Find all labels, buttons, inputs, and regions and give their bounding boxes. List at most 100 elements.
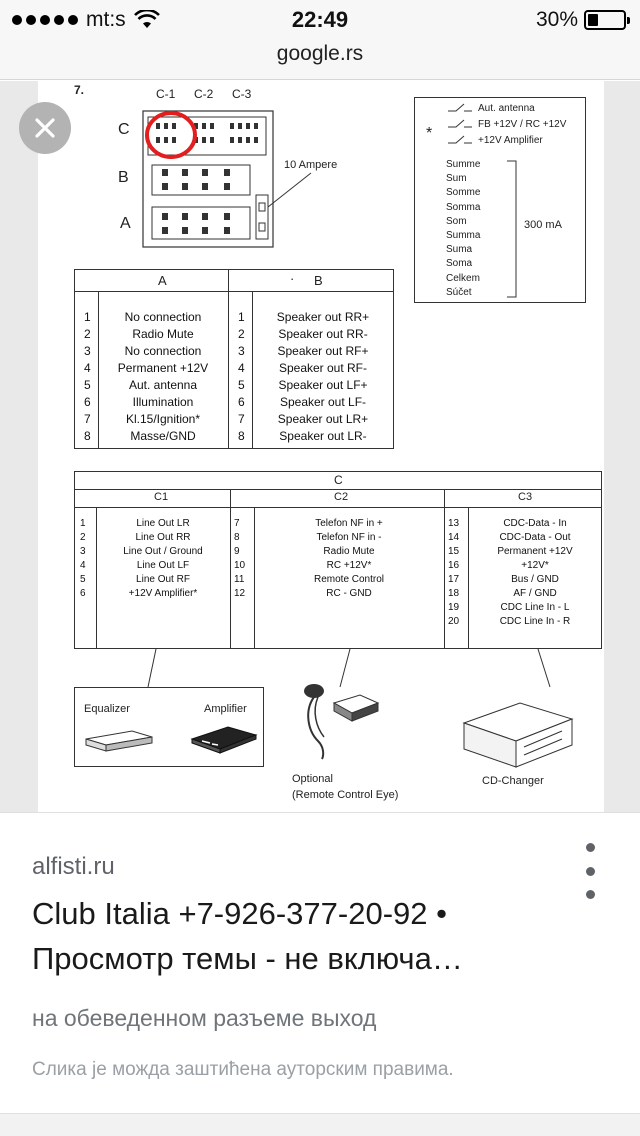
- table-c-row-value: CDC Line In - L: [500, 602, 570, 613]
- table-c-row-value: CDC-Data - In: [503, 518, 567, 529]
- legend-language-item: Sum: [446, 173, 467, 185]
- legend-box: [414, 97, 586, 303]
- battery-percent: 30%: [535, 8, 578, 31]
- table-c-row-number: 8: [234, 532, 240, 543]
- table-c-row-value: Line Out LF: [136, 560, 190, 571]
- table-c-row-value: CDC-Data - Out: [499, 532, 571, 543]
- switch-symbols: [448, 103, 472, 144]
- clock: 22:49: [291, 7, 349, 32]
- close-icon[interactable]: [34, 117, 56, 139]
- table-c-row-number: 15: [448, 546, 460, 557]
- label-row-c: C: [118, 121, 130, 138]
- label-c1: C-1: [156, 87, 176, 101]
- row-value-b: Speaker out RF+: [277, 344, 369, 358]
- table-c-row: 6+12V Amplifier*: [38, 587, 604, 601]
- table-c-row-value: +12V*: [521, 560, 549, 571]
- row-number-a: 8: [84, 429, 91, 443]
- table-c: [74, 471, 602, 649]
- figure-number: 7.: [74, 83, 85, 97]
- row-value-b: Speaker out LF-: [279, 395, 367, 409]
- row-value-a: Radio Mute: [132, 327, 194, 341]
- table-c-divider-1: [230, 489, 231, 649]
- url-host[interactable]: google.rs: [276, 42, 364, 65]
- table-ab-divider: [228, 269, 229, 449]
- legend-bracket: [507, 160, 517, 298]
- row-number-a: 5: [84, 378, 91, 392]
- table-c-row-number: 19: [448, 602, 460, 613]
- row-value-a: Permanent +12V: [117, 361, 209, 375]
- table-c-row: 19 CDC Line In - L: [38, 601, 604, 615]
- legend-language-item: Soma: [446, 258, 473, 270]
- optional-label: Optional: [292, 773, 333, 785]
- result-card[interactable]: alfisti.ru Club Italia +7-926-377-20-92 …: [0, 812, 640, 1136]
- table-c-row-value: Line Out RR: [135, 532, 191, 543]
- table-c-row: 11 Remote Control: [38, 573, 604, 587]
- status-bar: mt:s 22:49 30%: [0, 0, 640, 40]
- legend-language-item: Suma: [446, 244, 473, 256]
- eq-amp-box: [74, 687, 264, 767]
- image-viewer[interactable]: 7. C-1 C-2 C-3 C B A: [0, 81, 640, 812]
- table-c-row-number: 1: [80, 518, 86, 529]
- close-button[interactable]: [19, 102, 71, 154]
- table-c-row-number: 3: [80, 546, 86, 557]
- table-ab: [74, 269, 394, 449]
- table-c-row-number: 12: [234, 588, 246, 599]
- table-c-num-divider-3: [468, 507, 469, 649]
- row-number-b: 1: [238, 310, 245, 324]
- copyright-notice: Слика је можда заштићена ауторским прави…: [32, 1059, 454, 1080]
- row-number-a: 6: [84, 395, 91, 409]
- legend-language-item: Summa: [446, 230, 481, 241]
- row-value-b: Speaker out RF-: [278, 361, 368, 375]
- legend-language-item: Somme: [446, 187, 481, 199]
- result-domain[interactable]: alfisti.ru: [32, 853, 115, 880]
- row-value-a: Kl.15/Ignition*: [125, 412, 201, 426]
- table-c-row-value: Remote Control: [313, 574, 385, 585]
- table-c-sub3: C3: [518, 491, 533, 503]
- table-c-row: 15 Permanent +12V: [38, 545, 604, 559]
- table-c-row-value: Telefon NF in +: [315, 518, 383, 529]
- wiring-diagram: 7. C-1 C-2 C-3 C B A: [38, 81, 604, 812]
- cd-changer-icon: [462, 702, 574, 768]
- legend-language-item: Celkem: [446, 272, 480, 284]
- table-c-row-value: Bus / GND: [511, 574, 559, 585]
- table-ab-num-divider-b: [252, 291, 253, 449]
- table-ab-header-line: [74, 291, 394, 292]
- row-value-a: Illumination: [132, 395, 194, 409]
- table-ab-header-b: B: [314, 273, 323, 288]
- table-c-row-value: Radio Mute: [323, 546, 375, 557]
- table-c-row-number: 11: [234, 574, 245, 585]
- table-c-row-value: RC +12V*: [326, 560, 372, 571]
- table-c-row-number: 18: [448, 588, 460, 599]
- table-c-num-divider-1: [96, 507, 97, 649]
- row-value-a: Masse/GND: [130, 429, 196, 443]
- table-c-header: C: [334, 473, 343, 487]
- table-c-row-value: RC - GND: [326, 588, 372, 599]
- fuse-pointer: [267, 172, 312, 208]
- label-row-a: A: [120, 215, 131, 232]
- table-c-row: 12 RC - GND: [38, 587, 604, 601]
- table-c-row-value: Permanent +12V: [497, 546, 573, 557]
- label-c3: C-3: [232, 87, 252, 101]
- amplifier-label: Amplifier: [204, 703, 247, 715]
- legend-language-item: Súčet: [446, 286, 472, 298]
- row-value-b: Speaker out LR-: [279, 429, 367, 443]
- more-vert-icon[interactable]: [578, 843, 602, 899]
- row-number-b: 3: [238, 344, 245, 358]
- url-bar[interactable]: google.rs: [0, 40, 640, 80]
- legend-language-item: Summe: [446, 159, 481, 170]
- result-title[interactable]: Club Italia +7-926-377-20-92 • Просмотр …: [32, 896, 463, 976]
